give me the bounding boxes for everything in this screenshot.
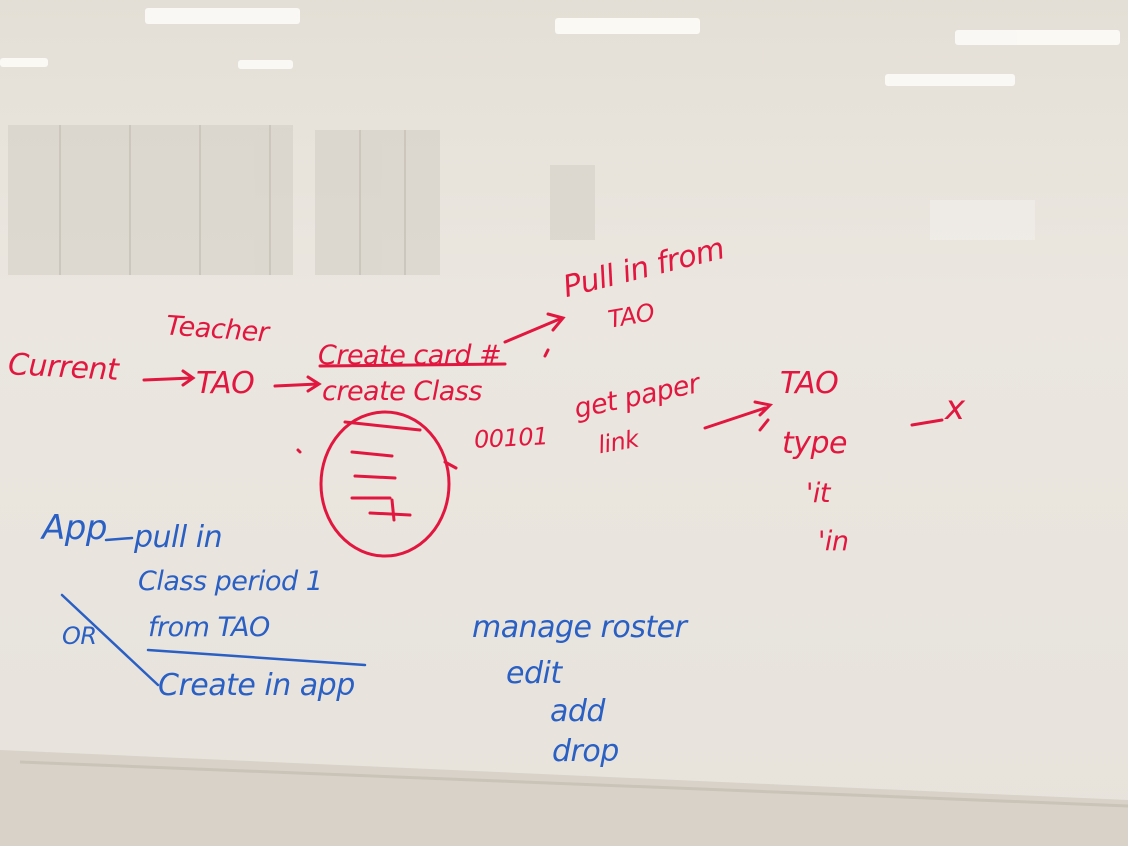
x-label: x xyxy=(945,388,965,428)
red-marker-strokes xyxy=(142,312,944,558)
ceiling-light-reflections xyxy=(0,8,1120,86)
drop-label: drop xyxy=(552,734,619,769)
tao-label-1: TAO xyxy=(196,366,255,401)
create-class-label: create Class xyxy=(322,376,482,407)
it-label: 'it xyxy=(806,478,831,509)
board-bottom-frame xyxy=(0,750,1128,846)
app-label: App xyxy=(42,508,107,548)
create-in-app-label: Create in app xyxy=(158,668,355,703)
in-label: 'in xyxy=(818,526,849,557)
current-label: Current xyxy=(7,347,120,388)
edit-label: edit xyxy=(506,656,562,691)
class-period-label: Class period 1 xyxy=(138,566,323,597)
manage-roster-label: manage roster xyxy=(472,610,687,645)
or-label: OR xyxy=(62,622,97,650)
create-card-label: Create card # xyxy=(318,340,502,371)
pull-in-label: pull in xyxy=(134,520,223,555)
from-tao-label: from TAO xyxy=(148,612,270,643)
tao-label-3: TAO xyxy=(780,366,839,401)
window-reflections xyxy=(8,125,1035,275)
add-label: add xyxy=(550,694,605,729)
code-label: 00101 xyxy=(473,422,549,454)
type-label: type xyxy=(782,426,848,461)
blue-marker-strokes xyxy=(60,536,367,687)
